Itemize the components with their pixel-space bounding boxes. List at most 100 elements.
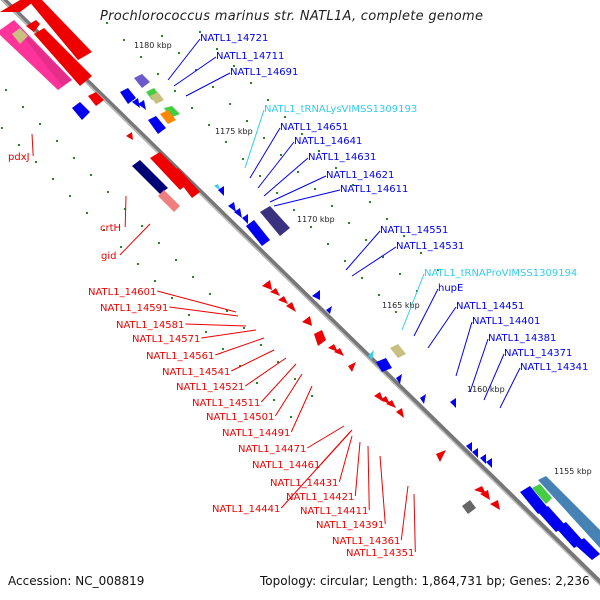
callout-line [280, 431, 351, 509]
callout-line [263, 157, 309, 197]
reverse-gene-label[interactable]: NATL1_14571 [132, 334, 200, 345]
reverse-gene-label[interactable]: gid [101, 251, 116, 262]
reverse-gene-label[interactable]: NATL1_14601 [88, 287, 156, 298]
tick-dot [437, 269, 439, 271]
reverse-gene-label[interactable]: NATL1_14391 [316, 520, 384, 531]
reverse-gene-label[interactable]: NATL1_14361 [332, 536, 400, 547]
forward-gene-label[interactable]: NATL1_tRNAProVIMSS1309194 [424, 268, 577, 279]
reverse-gene-label[interactable]: crtH [100, 223, 121, 234]
forward-gene-label[interactable]: NATL1_14621 [326, 170, 394, 181]
tick-dot [5, 89, 7, 91]
tick-dot [365, 239, 367, 241]
tick-label: 1180 kbp [134, 41, 172, 50]
tick-dot [161, 35, 163, 37]
reverse-gene-label[interactable]: NATL1_14511 [192, 398, 260, 409]
forward-gene-label[interactable]: NATL1_14451 [456, 301, 524, 312]
tick-dot [310, 226, 312, 228]
tick-dot [314, 188, 316, 190]
callout-line [185, 323, 247, 327]
tick-label: 1175 kbp [215, 127, 253, 136]
tick-dot [242, 158, 244, 160]
tick-dot [290, 416, 292, 418]
tick-dot [293, 209, 295, 211]
forward-gene-label[interactable]: NATL1_14721 [200, 33, 268, 44]
forward-gene-label[interactable]: hupE [438, 283, 463, 294]
reverse-gene-label[interactable]: NATL1_14501 [206, 412, 274, 423]
forward-gene-label[interactable]: NATL1_tRNALysVIMSS1309193 [264, 104, 417, 115]
forward-gene-label[interactable]: NATL1_14691 [230, 67, 298, 78]
tick-dot [344, 260, 346, 262]
callout-line [401, 273, 425, 331]
forward-gene-label[interactable]: NATL1_14641 [294, 136, 362, 147]
tick-dot [297, 171, 299, 173]
tick-dot [259, 175, 261, 177]
callout-line [215, 337, 265, 356]
reverse-gene-label[interactable]: NATL1_14471 [238, 444, 306, 455]
forward-gene-label[interactable]: NATL1_14341 [520, 362, 588, 373]
tick-dot [280, 154, 282, 156]
callout-line [351, 246, 397, 277]
tick-dot [188, 314, 190, 316]
reverse-gene-label[interactable]: NATL1_14491 [222, 428, 290, 439]
tick-dot [382, 256, 384, 258]
tick-dot [386, 218, 388, 220]
callout-line [427, 306, 457, 349]
reverse-gene-label[interactable]: NATL1_14351 [346, 548, 414, 559]
tick-dot [69, 195, 71, 197]
tick-dot [369, 201, 371, 203]
reverse-gene-label[interactable]: NATL1_14561 [146, 351, 214, 362]
reverse-gene-label[interactable]: NATL1_14581 [116, 320, 184, 331]
callout-line [455, 321, 473, 377]
tick-dot [209, 293, 211, 295]
reverse-gene-label[interactable]: NATL1_14421 [286, 492, 354, 503]
callout-line [338, 435, 353, 483]
reverse-gene-label[interactable]: NATL1_14431 [270, 478, 338, 489]
reverse-gene-label[interactable]: NATL1_14441 [212, 504, 280, 515]
tick-dot [199, 31, 201, 33]
tick-dot [103, 229, 105, 231]
callout-line [257, 141, 295, 189]
callout-line [499, 367, 521, 409]
forward-gene-label[interactable]: NATL1_14631 [308, 152, 376, 163]
forward-gene-label[interactable]: NATL1_14371 [504, 348, 572, 359]
reverse-gene-label[interactable]: NATL1_14591 [100, 303, 168, 314]
tick-dot [361, 277, 363, 279]
gene-labels: NATL1_14721NATL1_14711NATL1_14691NATL1_t… [8, 33, 588, 559]
tick-dot [229, 103, 231, 105]
tick-dot [311, 395, 313, 397]
forward-gene-label[interactable]: NATL1_14401 [472, 316, 540, 327]
forward-gene-label[interactable]: NATL1_14381 [488, 333, 556, 344]
callout-line [367, 445, 370, 511]
tick-dot [327, 243, 329, 245]
reverse-gene-label[interactable]: pdxJ [8, 152, 30, 163]
callout-line [290, 385, 313, 433]
callout-line [244, 109, 265, 169]
callout-line [273, 189, 341, 207]
forward-gene-label[interactable]: NATL1_14611 [340, 184, 408, 195]
reverse-gene-label[interactable]: NATL1_14411 [300, 506, 368, 517]
forward-gene-label[interactable]: NATL1_14651 [280, 122, 348, 133]
callout-line [201, 329, 257, 339]
callout-line [483, 353, 505, 401]
forward-gene-label[interactable]: NATL1_14551 [380, 225, 448, 236]
callout-line [173, 56, 217, 87]
tick-dot [171, 297, 173, 299]
reverse-gene-label[interactable]: NATL1_14541 [162, 367, 230, 378]
callout-line [307, 425, 345, 449]
callout-line [31, 133, 34, 157]
tick-dot [226, 310, 228, 312]
genome-summary: Topology: circular; Length: 1,864,731 bp… [260, 574, 590, 588]
reverse-features [0, 0, 500, 514]
tick-dot [239, 365, 241, 367]
reverse-gene-label[interactable]: NATL1_14461 [252, 460, 320, 471]
tick-dot [318, 150, 320, 152]
tick-dot [378, 294, 380, 296]
reverse-gene-label[interactable]: NATL1_14521 [176, 382, 244, 393]
tick-dot [124, 208, 126, 210]
forward-gene-label[interactable]: NATL1_14531 [396, 241, 464, 252]
forward-gene-label[interactable]: NATL1_14711 [216, 51, 284, 62]
tick-dot [107, 191, 109, 193]
tick-dot [335, 167, 337, 169]
tick-dot [1, 127, 3, 129]
